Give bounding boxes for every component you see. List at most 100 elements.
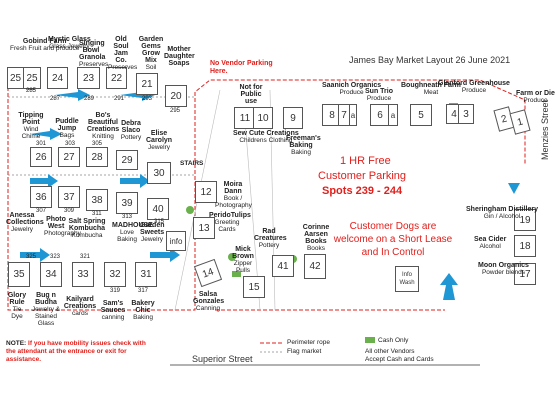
cash-only-marker: [232, 271, 241, 277]
booth: 12: [195, 181, 217, 203]
info-wash-booth: Info Wash: [395, 266, 419, 292]
info-booth: info: [166, 231, 186, 251]
legend-perimeter: Perimeter rope: [287, 339, 330, 346]
booth: 41: [272, 255, 294, 277]
arrow-left-icon: [20, 248, 50, 262]
booth: 18: [514, 235, 536, 257]
booth: 32: [104, 262, 126, 287]
booth: 9: [283, 107, 303, 129]
booth: 31: [135, 262, 157, 287]
booth: 22: [106, 67, 127, 89]
vendor-label: Mother Daughter Soaps: [164, 46, 195, 67]
booth: 37: [58, 186, 80, 208]
booth: 29: [116, 150, 138, 170]
booth: 6: [370, 104, 390, 126]
booth: 17: [514, 263, 536, 285]
parking-spots: Spots 239 - 244: [322, 185, 403, 197]
parking-free: 1 HR Free: [340, 155, 391, 167]
booth: 28: [86, 147, 108, 167]
legend-flag: Flag market: [287, 348, 322, 355]
booth: a: [349, 104, 357, 126]
legend-other: All other Vendors: [365, 348, 415, 355]
dogs-notice: Customer Dogs are welcome on a Short Lea…: [333, 221, 453, 258]
booth: 25: [7, 67, 24, 89]
arrow-up-icon: [440, 273, 458, 300]
cash-only-marker: [228, 253, 236, 261]
booth: 33: [72, 262, 94, 287]
booth: 38: [86, 189, 108, 211]
booth: 19: [514, 209, 536, 231]
booth: 20: [165, 85, 187, 107]
booth: 34: [40, 262, 62, 287]
booth: 42: [304, 254, 326, 279]
legend-other2: Accept Cash and Cards: [365, 356, 434, 363]
street-label: Menzies Street: [540, 99, 550, 160]
stairs-label: STAIRS: [180, 160, 204, 167]
booth: 23: [77, 67, 100, 89]
mobility-note: NOTE: If you have mobility issues check …: [6, 340, 146, 363]
booth: 27: [58, 147, 80, 167]
legend-cash: Cash Only: [378, 337, 409, 344]
booth: 13: [193, 217, 215, 239]
arrow-down-icon: [508, 183, 520, 194]
parking-label: Customer Parking: [318, 170, 407, 182]
booth: 36: [30, 186, 52, 208]
cash-only-marker: [186, 206, 194, 214]
street-label: Superior Street: [192, 354, 253, 364]
booth: 25: [23, 67, 41, 89]
booth: 30: [147, 162, 171, 184]
booth: 3: [458, 104, 474, 124]
booth: 35: [8, 262, 30, 287]
booth: 15: [243, 276, 265, 298]
booth: 39: [116, 192, 138, 214]
booth: a: [388, 104, 398, 126]
arrow-left-icon: [30, 128, 62, 140]
arrow-left-icon: [55, 89, 90, 101]
booth: 21: [136, 73, 158, 95]
map-title: James Bay Market Layout 26 June 2021: [349, 55, 511, 65]
cash-only-marker: [365, 337, 375, 343]
no-parking-label: No Vendor Parking Here.: [210, 60, 273, 75]
booth: 26: [30, 147, 52, 167]
vendor-label: Not for Public use: [239, 84, 263, 105]
arrow-left-icon: [120, 174, 150, 188]
booth: 10: [253, 107, 273, 129]
booth: 40: [147, 198, 169, 220]
perimeter-rope: [7, 79, 526, 311]
booth: 5: [410, 104, 432, 126]
